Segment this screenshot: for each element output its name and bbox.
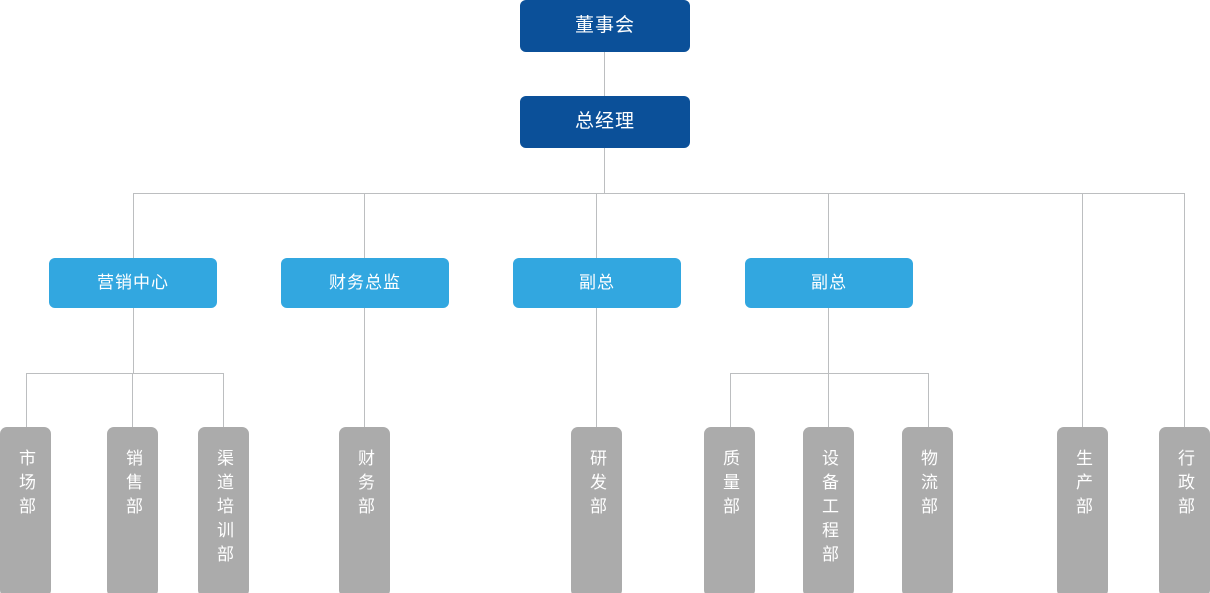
node-rd-dept-label: 研发部 <box>587 449 606 521</box>
connector-bus-to-finance-director <box>364 193 365 258</box>
connector-sub-to-logistics-dept <box>928 373 929 427</box>
connector-sub-to-equipment-engineering-dept <box>828 373 829 427</box>
node-vice-president-1[interactable]: 副总 <box>513 258 681 308</box>
node-finance-director[interactable]: 财务总监 <box>281 258 449 308</box>
connector-bus-to-vice-president-2 <box>828 193 829 258</box>
connector-bus-to-production-dept <box>1082 193 1083 427</box>
node-administration-dept[interactable]: 行政部 <box>1159 427 1210 593</box>
node-logistics-dept[interactable]: 物流部 <box>902 427 953 593</box>
node-board-of-directors[interactable]: 董事会 <box>520 0 690 52</box>
connector-vp2-stem <box>828 308 829 373</box>
connector-sub-to-sales-dept <box>132 373 133 427</box>
node-general-manager[interactable]: 总经理 <box>520 96 690 148</box>
node-market-dept[interactable]: 市场部 <box>0 427 51 593</box>
node-production-dept[interactable]: 生产部 <box>1057 427 1108 593</box>
node-equipment-engineering-dept-label: 设备工程部 <box>819 449 838 569</box>
connector-gm-trunk <box>604 148 605 193</box>
node-quality-dept[interactable]: 质量部 <box>704 427 755 593</box>
node-administration-dept-label: 行政部 <box>1175 449 1194 521</box>
node-sales-dept[interactable]: 销售部 <box>107 427 158 593</box>
node-logistics-dept-label: 物流部 <box>918 449 937 521</box>
node-channel-training-dept[interactable]: 渠道培训部 <box>198 427 249 593</box>
connector-bus-to-marketing-center <box>133 193 134 258</box>
connector-board-to-gm <box>604 52 605 96</box>
connector-vp1-to-rd-dept <box>596 308 597 427</box>
node-finance-dept[interactable]: 财务部 <box>339 427 390 593</box>
connector-main-bus <box>133 193 1185 194</box>
connector-sub-to-quality-dept <box>730 373 731 427</box>
connector-vp2-sub-bus <box>730 373 928 374</box>
connector-sub-to-market-dept <box>26 373 27 427</box>
connector-marketing-center-stem <box>133 308 134 373</box>
node-channel-training-dept-label: 渠道培训部 <box>214 449 233 569</box>
connector-bus-to-administration-dept <box>1184 193 1185 427</box>
connector-sub-to-channel-training-dept <box>223 373 224 427</box>
node-sales-dept-label: 销售部 <box>123 449 142 521</box>
node-quality-dept-label: 质量部 <box>720 449 739 521</box>
connector-finance-director-to-finance-dept <box>364 308 365 427</box>
node-market-dept-label: 市场部 <box>16 449 35 521</box>
node-production-dept-label: 生产部 <box>1073 449 1092 521</box>
connector-marketing-sub-bus <box>26 373 224 374</box>
node-finance-dept-label: 财务部 <box>355 449 374 521</box>
node-marketing-center[interactable]: 营销中心 <box>49 258 217 308</box>
node-equipment-engineering-dept[interactable]: 设备工程部 <box>803 427 854 593</box>
node-rd-dept[interactable]: 研发部 <box>571 427 622 593</box>
connector-bus-to-vice-president-1 <box>596 193 597 258</box>
node-vice-president-2[interactable]: 副总 <box>745 258 913 308</box>
